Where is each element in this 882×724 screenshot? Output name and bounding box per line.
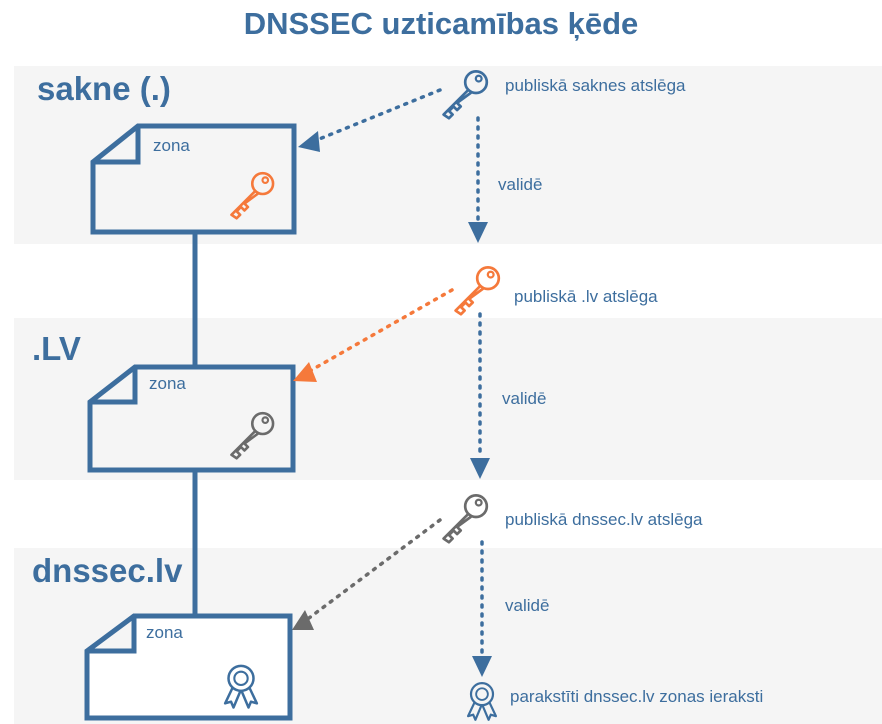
blue-key-icon: [442, 70, 489, 120]
key-label-root: publiskā saknes atslēga: [505, 76, 686, 95]
arrowhead: [293, 362, 317, 382]
key-label-dnssec: publiskā dnssec.lv atslēga: [505, 510, 703, 529]
arrowhead: [472, 656, 492, 677]
validate-label: validē: [505, 596, 550, 615]
orange-key-icon: [454, 266, 501, 316]
zone-label-dnssec: dnssec.lv: [32, 552, 183, 589]
page-title: DNSSEC uzticamības ķēde: [243, 6, 639, 41]
arrowhead: [470, 458, 490, 479]
zone-document-root: [90, 123, 297, 235]
key-to-zone-arrow: [310, 88, 442, 144]
validate-label: validē: [498, 175, 543, 194]
zone-doc-label: zona: [153, 136, 190, 155]
zone-doc-label: zona: [149, 374, 186, 393]
key-to-zone-arrow: [306, 288, 454, 374]
gray-key-icon: [442, 494, 489, 544]
key-to-zone-arrow: [303, 518, 442, 623]
zone-doc-label: zona: [146, 623, 183, 642]
key-label-lv: publiskā .lv atslēga: [514, 287, 658, 306]
result-label: parakstīti dnssec.lv zonas ieraksti: [510, 687, 764, 706]
zone-document-dnssec: [84, 613, 293, 721]
arrowhead: [292, 610, 314, 630]
validate-label: validē: [502, 389, 547, 408]
zone-label-root: sakne (.): [37, 70, 171, 107]
zone-label-lv: .LV: [32, 330, 81, 367]
arrowhead: [468, 222, 488, 243]
certificate-badge-icon: [466, 682, 498, 721]
arrowhead: [298, 131, 320, 152]
